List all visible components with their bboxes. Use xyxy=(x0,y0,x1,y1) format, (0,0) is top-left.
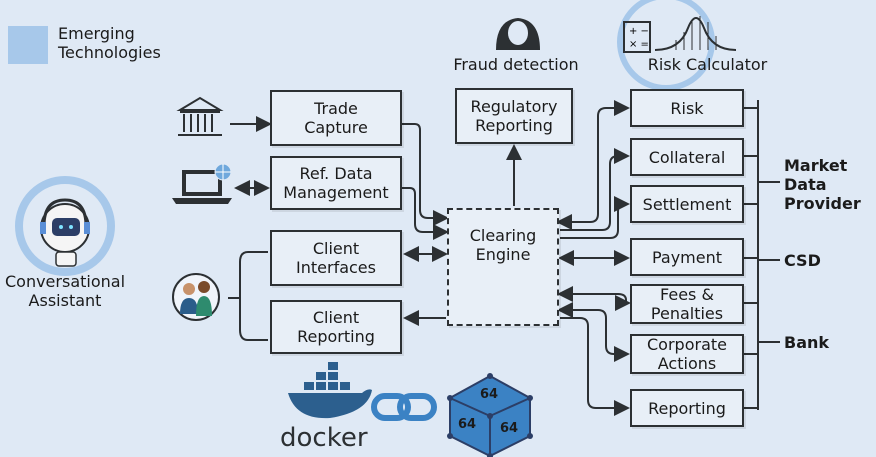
hacker-icon xyxy=(496,18,540,50)
arrow-clearing-to-risk xyxy=(560,100,630,223)
collateral-box[interactable]: Collateral xyxy=(630,138,744,176)
laptop-globe-icon xyxy=(172,163,232,204)
fees-penalties-box[interactable]: Fees & Penalties xyxy=(630,284,744,324)
corporate-actions-box[interactable]: Corporate Actions xyxy=(630,334,744,374)
payment-label: Payment xyxy=(651,247,723,267)
payment-box[interactable]: Payment xyxy=(630,238,744,276)
svg-text:+ −: + − xyxy=(629,26,649,37)
arrow-clearing-to-reporting xyxy=(560,317,630,416)
fees-penalties-label: Fees & Penalties xyxy=(650,285,724,323)
arrow-ref-to-clearing xyxy=(402,187,449,240)
chain-link-icon xyxy=(371,393,437,421)
client-interfaces-label: Client Interfaces xyxy=(296,239,376,277)
clearing-engine-box[interactable]: Clearing Engine xyxy=(447,208,559,326)
csd-label: CSD xyxy=(784,251,821,270)
arrow-clearing-to-settlement xyxy=(560,196,630,239)
legend-label: Emerging Technologies xyxy=(58,24,161,62)
ref-data-label: Ref. Data Management xyxy=(283,164,389,202)
hexagon-cube-icon: 64 64 64 xyxy=(447,373,533,457)
bank-label: Bank xyxy=(784,333,830,352)
arrow-trade-to-clearing xyxy=(402,123,449,226)
reporting-box[interactable]: Reporting xyxy=(630,389,744,427)
docker-whale-icon: docker xyxy=(280,362,372,453)
people-icon xyxy=(172,273,220,321)
risk-calculator-label: Risk Calculator xyxy=(647,55,768,74)
market-data-provider-label: Market Data Provider xyxy=(784,156,861,213)
risk-box[interactable]: Risk xyxy=(630,89,744,127)
arrow-clearing-to-corporate xyxy=(560,309,630,362)
client-reporting-box[interactable]: Client Reporting xyxy=(270,300,402,354)
ref-data-management-box[interactable]: Ref. Data Management xyxy=(270,156,402,210)
svg-text:docker: docker xyxy=(280,423,368,453)
client-bracket xyxy=(239,251,268,341)
bank-building-icon xyxy=(176,96,224,136)
client-reporting-label: Client Reporting xyxy=(297,308,375,346)
svg-text:64: 64 xyxy=(500,421,518,436)
calculator-bell-curve-icon: + − × = xyxy=(617,0,737,91)
svg-text:× =: × = xyxy=(629,39,649,50)
assistant-label: Conversational Assistant xyxy=(4,272,126,310)
collateral-label: Collateral xyxy=(648,147,726,167)
settlement-label: Settlement xyxy=(642,194,732,214)
risk-label: Risk xyxy=(670,98,704,118)
trade-capture-box[interactable]: Trade Capture xyxy=(270,90,402,146)
legend-swatch xyxy=(8,26,48,64)
reporting-label: Reporting xyxy=(648,398,726,418)
arrow-clearing-to-collateral xyxy=(560,148,630,231)
client-interfaces-box[interactable]: Client Interfaces xyxy=(270,230,402,286)
regulatory-reporting-box[interactable]: Regulatory Reporting xyxy=(455,88,573,144)
svg-text:64: 64 xyxy=(458,417,476,432)
clearing-engine-label: Clearing Engine xyxy=(469,226,537,264)
corporate-actions-label: Corporate Actions xyxy=(647,335,727,373)
trade-capture-label: Trade Capture xyxy=(304,99,368,137)
robot-icon xyxy=(15,176,115,276)
fraud-detection-label: Fraud detection xyxy=(453,55,579,74)
settlement-box[interactable]: Settlement xyxy=(630,185,744,223)
arrow-clearing-to-fees xyxy=(560,293,631,311)
svg-text:64: 64 xyxy=(480,387,498,402)
regulatory-reporting-label: Regulatory Reporting xyxy=(470,97,558,135)
